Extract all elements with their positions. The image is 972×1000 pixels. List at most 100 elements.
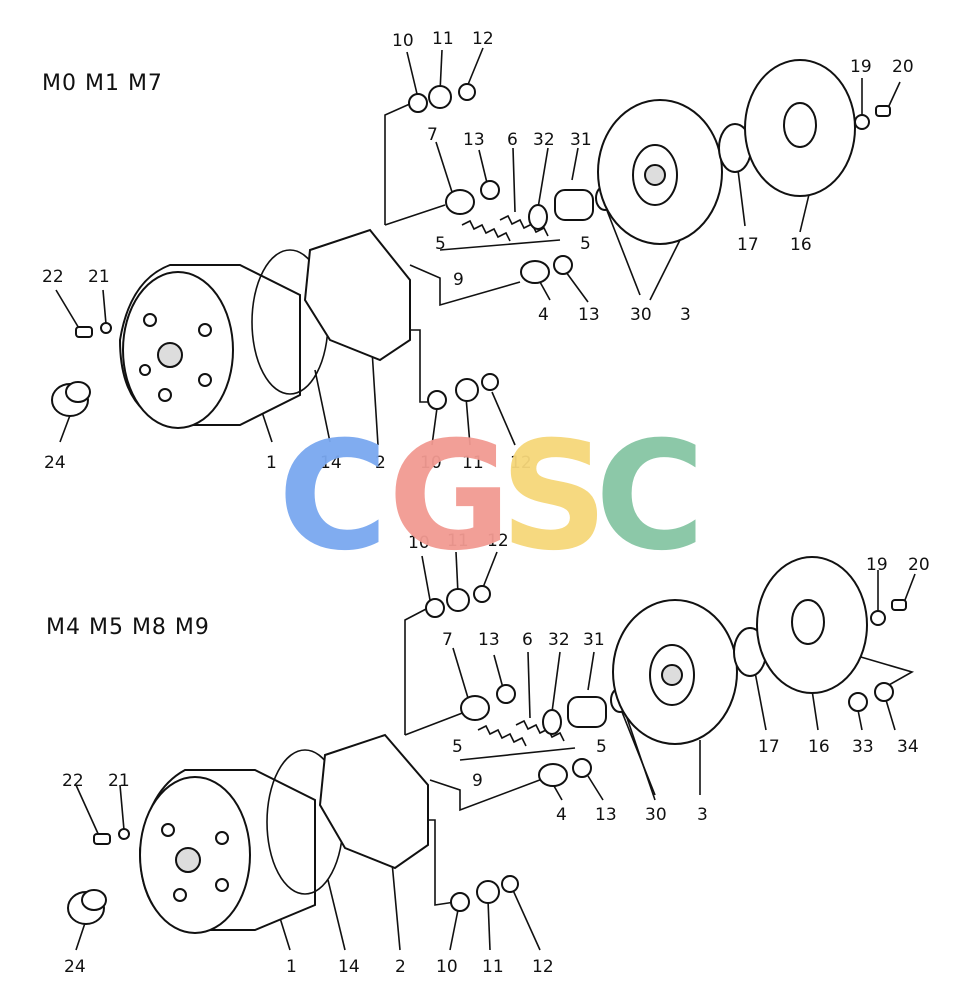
top-label-12a: 12 xyxy=(472,29,494,49)
bottom-label-12b: 12 xyxy=(532,957,554,977)
bottom-part-34 xyxy=(874,682,894,702)
bottom-part-32 xyxy=(542,709,562,735)
bottom-part-21 xyxy=(118,828,130,840)
bottom-label-32: 32 xyxy=(548,630,570,650)
bottom-label-33: 33 xyxy=(852,737,874,757)
top-part-4 xyxy=(520,260,550,284)
top-assembly: M0 M1 M7 xyxy=(42,29,914,473)
top-label-21: 21 xyxy=(88,267,110,287)
top-part-22 xyxy=(75,326,93,338)
bottom-label-1: 1 xyxy=(286,957,297,977)
top-part-31 xyxy=(554,189,594,221)
top-label-2: 2 xyxy=(375,453,386,473)
top-label-32: 32 xyxy=(533,130,555,150)
bottom-part-20 xyxy=(891,599,907,611)
top-label-5b: 5 xyxy=(580,234,591,254)
bottom-label-2: 2 xyxy=(395,957,406,977)
bottom-label-11b: 11 xyxy=(482,957,504,977)
bottom-label-30: 30 xyxy=(645,805,667,825)
bottom-parts-10-11-12-upper xyxy=(425,585,491,618)
top-label-12b: 12 xyxy=(510,453,532,473)
bottom-part-7 xyxy=(460,695,490,721)
top-part-24-plug xyxy=(51,381,91,417)
bottom-label-14: 14 xyxy=(338,957,360,977)
top-label-13a: 13 xyxy=(463,130,485,150)
bottom-assembly: M4 M5 M8 M9 xyxy=(46,531,930,977)
top-label-7: 7 xyxy=(427,125,438,145)
bottom-part-19 xyxy=(870,610,886,626)
bottom-label-5a: 5 xyxy=(452,737,463,757)
bottom-label-6: 6 xyxy=(522,630,533,650)
top-label-19: 19 xyxy=(850,57,872,77)
bottom-part-13-upper xyxy=(496,684,516,704)
bottom-label-7: 7 xyxy=(442,630,453,650)
bottom-part-22 xyxy=(93,833,111,845)
bottom-label-17: 17 xyxy=(758,737,780,757)
bottom-part-1-housing xyxy=(138,769,316,934)
top-label-14: 14 xyxy=(320,453,342,473)
top-leader-lines xyxy=(55,47,901,446)
bottom-part-3-cover xyxy=(612,599,738,745)
bottom-label-13a: 13 xyxy=(478,630,500,650)
top-parts-10-11-12-lower xyxy=(427,373,499,410)
bottom-label-10a: 10 xyxy=(408,533,430,553)
top-part-16-plate xyxy=(744,59,856,197)
watermark-letter-s: S xyxy=(500,410,608,584)
top-part-9-spring xyxy=(461,219,511,242)
top-label-20: 20 xyxy=(892,57,914,77)
bottom-label-9: 9 xyxy=(472,771,483,791)
bottom-label-34: 34 xyxy=(897,737,919,757)
top-label-17: 17 xyxy=(737,235,759,255)
top-part-20 xyxy=(875,105,891,117)
top-part-2-hub xyxy=(303,228,411,362)
bottom-label-16: 16 xyxy=(808,737,830,757)
bottom-label-12a: 12 xyxy=(487,531,509,551)
top-part-13-lower xyxy=(553,255,573,275)
top-parts xyxy=(51,59,891,429)
bottom-part-9-spring xyxy=(477,724,527,747)
top-label-10b: 10 xyxy=(420,453,442,473)
bottom-part-6-spring xyxy=(515,719,565,742)
bottom-label-24: 24 xyxy=(64,957,86,977)
top-label-31: 31 xyxy=(570,130,592,150)
top-label-11b: 11 xyxy=(462,453,484,473)
bottom-label-31: 31 xyxy=(583,630,605,650)
bottom-label-21: 21 xyxy=(108,771,130,791)
bottom-label-13b: 13 xyxy=(595,805,617,825)
top-part-3-cover xyxy=(597,99,723,245)
top-label-6: 6 xyxy=(507,130,518,150)
top-label-1: 1 xyxy=(266,453,277,473)
watermark-logo: C G S C xyxy=(278,410,705,584)
bottom-part-4 xyxy=(538,763,568,787)
bottom-part-33 xyxy=(848,692,868,712)
top-label-30: 30 xyxy=(630,305,652,325)
top-label-11a: 11 xyxy=(432,29,454,49)
top-label-22: 22 xyxy=(42,267,64,287)
bottom-part-24-plug xyxy=(67,889,107,925)
top-assembly-title: M0 M1 M7 xyxy=(42,71,163,96)
top-label-5a: 5 xyxy=(435,234,446,254)
top-label-4: 4 xyxy=(538,305,549,325)
bottom-label-20: 20 xyxy=(908,555,930,575)
top-part-6-spring xyxy=(499,214,549,237)
bottom-label-19: 19 xyxy=(866,555,888,575)
top-label-3: 3 xyxy=(680,305,691,325)
bottom-part-16-plate xyxy=(756,556,868,694)
bottom-labels: 10 11 12 7 13 6 32 31 5 5 9 4 13 30 3 17… xyxy=(62,531,930,977)
bottom-part-13-lower xyxy=(572,758,592,778)
watermark-letter-g: G xyxy=(388,410,511,584)
watermark-letter-c1: C xyxy=(278,410,388,584)
bottom-part-2-hub xyxy=(318,733,429,870)
top-parts-10-11-12-upper xyxy=(408,83,476,113)
bottom-label-11a: 11 xyxy=(447,531,469,551)
top-part-1-housing xyxy=(118,264,301,429)
bottom-label-10b: 10 xyxy=(436,957,458,977)
bottom-label-22: 22 xyxy=(62,771,84,791)
bottom-part-31 xyxy=(567,696,607,728)
top-label-13b: 13 xyxy=(578,305,600,325)
bottom-label-3: 3 xyxy=(697,805,708,825)
bottom-leader-lines xyxy=(75,551,916,951)
top-labels: 10 11 12 7 13 6 32 31 5 5 9 4 13 30 3 17… xyxy=(42,29,914,473)
top-label-9: 9 xyxy=(453,270,464,290)
